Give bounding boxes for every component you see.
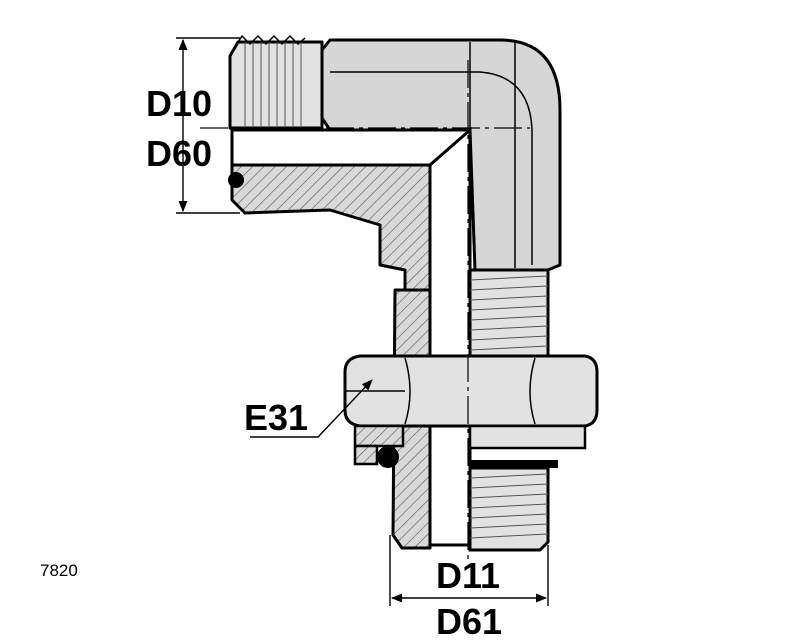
bottom-o-ring [377, 446, 399, 468]
label-d61: D61 [436, 601, 502, 640]
top-thread-stud [228, 34, 324, 130]
dimension-d10-d60 [176, 37, 240, 214]
label-d10: D10 [146, 83, 212, 124]
label-e31: E31 [244, 397, 308, 438]
dimension-d11-d61 [389, 535, 549, 606]
shank-upper-thread [468, 268, 550, 360]
washer [353, 424, 587, 468]
hex-lock-nut [343, 354, 599, 428]
top-o-ring [228, 172, 244, 188]
shank-lower-thread [468, 466, 550, 552]
center-lines [200, 60, 530, 560]
e31-leader [250, 379, 373, 438]
drawing-code: 7820 [40, 561, 78, 580]
label-d11: D11 [436, 555, 500, 596]
label-d60: D60 [146, 133, 212, 174]
internal-bore [428, 126, 472, 547]
